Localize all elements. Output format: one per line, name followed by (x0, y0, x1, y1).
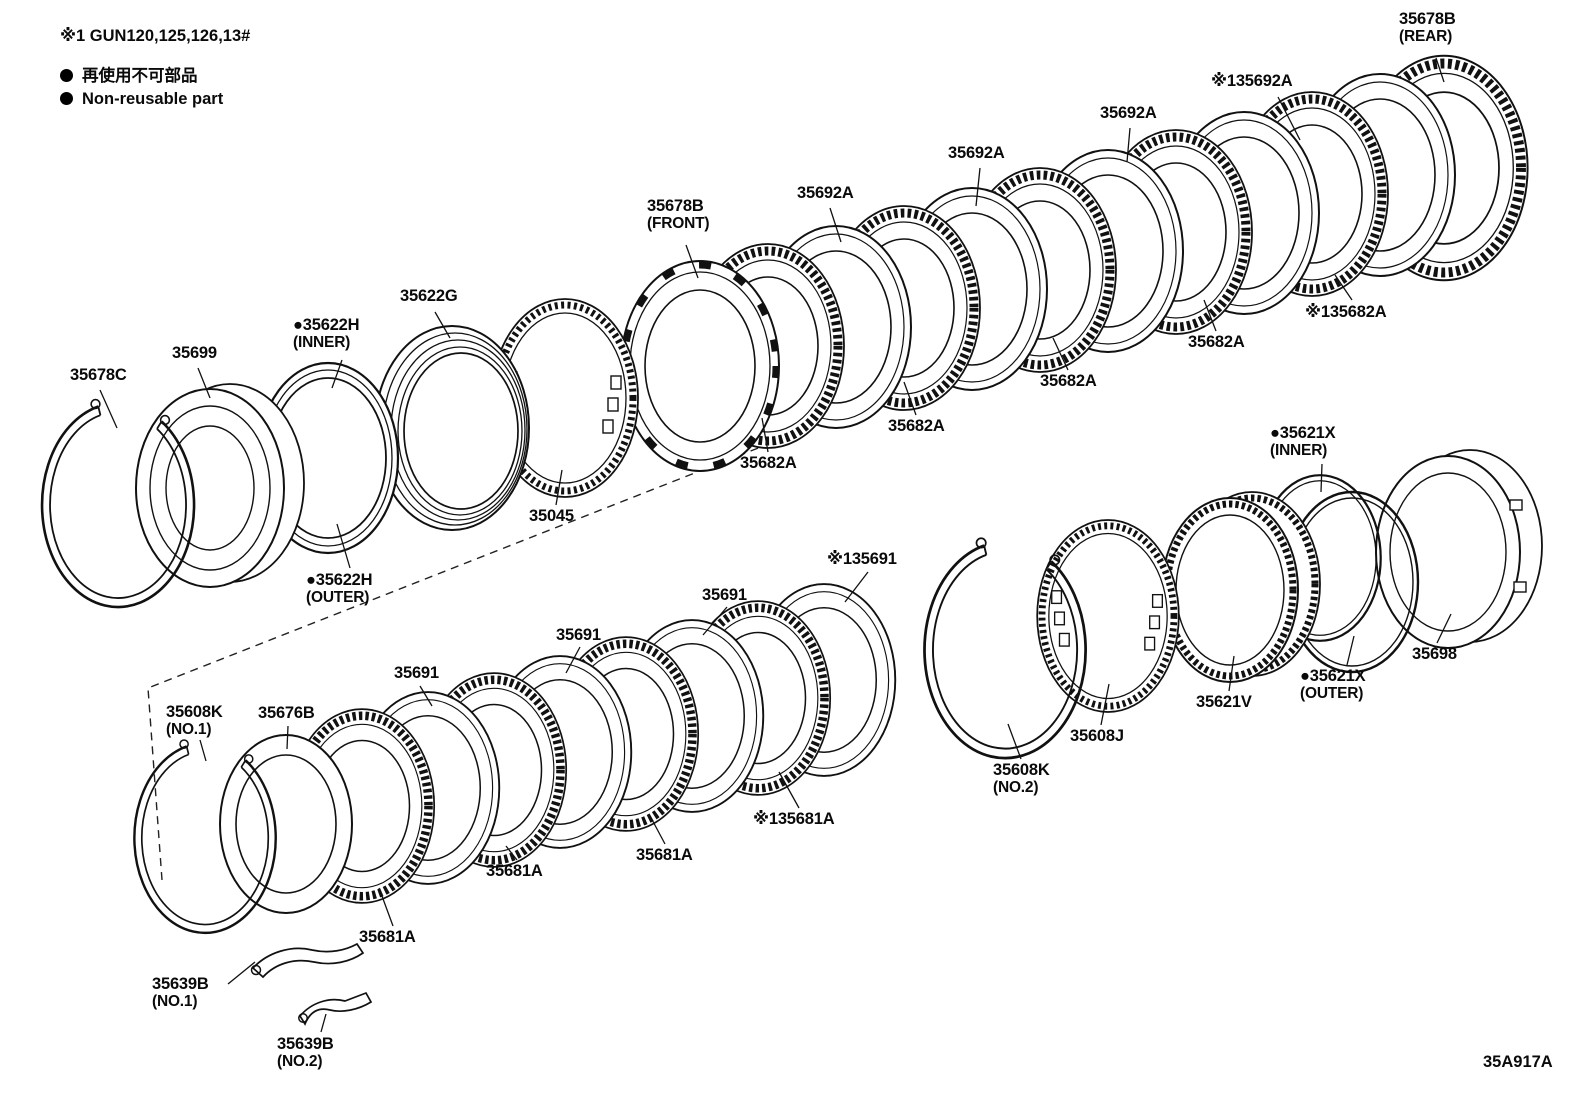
label-35608K-no2: 35608K(NO.2) (993, 761, 1050, 797)
label-35692A-2: 35692A (948, 144, 1005, 162)
label-35692A-4: ※135692A (1211, 72, 1293, 90)
label-35678B-rear: 35678B(REAR) (1399, 10, 1456, 46)
diagram-code: 35A917A (1483, 1053, 1553, 1071)
label-35622H-inner: ●35622H(INNER) (293, 316, 360, 352)
label-35622H-outer: ●35622H(OUTER) (306, 571, 373, 607)
label-35682A-4: 35682A (1188, 333, 1245, 351)
label-35681A-1: 35681A (359, 928, 416, 946)
legend-nonreusable-en: Non-reusable part (60, 90, 223, 109)
label-35045: 35045 (529, 507, 574, 525)
label-35639B-no2: 35639B(NO.2) (277, 1035, 334, 1071)
part-35678B-front-drawing (621, 261, 779, 471)
part-35676B-drawing (219, 734, 353, 914)
legend-nonreusable-jp: 再使用不可部品 (60, 62, 198, 86)
legend-en-text: Non-reusable part (82, 90, 224, 108)
label-35678B-front: 35678B(FRONT) (647, 197, 710, 233)
label-35678C: 35678C (70, 366, 127, 384)
label-35682A-2: 35682A (888, 417, 945, 435)
part-35699-drawing (135, 383, 305, 588)
label-35699: 35699 (172, 344, 217, 362)
leader-lines (99, 57, 1452, 1033)
label-35608J: 35608J (1070, 727, 1124, 745)
part-35639B-no2-drawing (298, 991, 373, 1026)
part-35621V-drawing (1162, 492, 1320, 682)
label-35621X-inner: ●35621X(INNER) (1270, 424, 1336, 460)
label-35698: 35698 (1412, 645, 1457, 663)
nonreusable-bullet-icon (60, 92, 73, 105)
label-35682A-1: 35682A (740, 454, 797, 472)
part-35698-drawing (1375, 449, 1543, 649)
label-35681A-3: 35681A (636, 846, 693, 864)
label-35691-2: 35691 (556, 626, 601, 644)
label-35639B-no1: 35639B(NO.1) (152, 975, 209, 1011)
label-35621X-outer: ●35621X(OUTER) (1300, 667, 1366, 703)
part-35622G-drawing (374, 325, 530, 531)
label-35691-1: 35691 (394, 664, 439, 682)
label-35691-4: ※135691 (827, 550, 897, 568)
part-35608J-drawing (1037, 520, 1179, 712)
nonreusable-bullet-icon (60, 69, 73, 82)
part-35639B-no1-drawing (250, 942, 365, 979)
legend-jp-text: 再使用不可部品 (82, 67, 198, 85)
label-35682A-3: 35682A (1040, 372, 1097, 390)
label-35692A-3: 35692A (1100, 104, 1157, 122)
label-35676B: 35676B (258, 704, 315, 722)
label-35621V: 35621V (1196, 693, 1252, 711)
note-applicability: ※1 GUN120,125,126,13# (60, 26, 250, 46)
label-35682A-5: ※135682A (1305, 303, 1387, 321)
label-35681A-2: 35681A (486, 862, 543, 880)
label-35681A-4: ※135681A (753, 810, 835, 828)
note-text: ※1 GUN120,125,126,13# (60, 27, 251, 45)
label-35608K-no1: 35608K(NO.1) (166, 703, 223, 739)
label-35622G: 35622G (400, 287, 458, 305)
label-35692A-1: 35692A (797, 184, 854, 202)
label-35691-3: 35691 (702, 586, 747, 604)
